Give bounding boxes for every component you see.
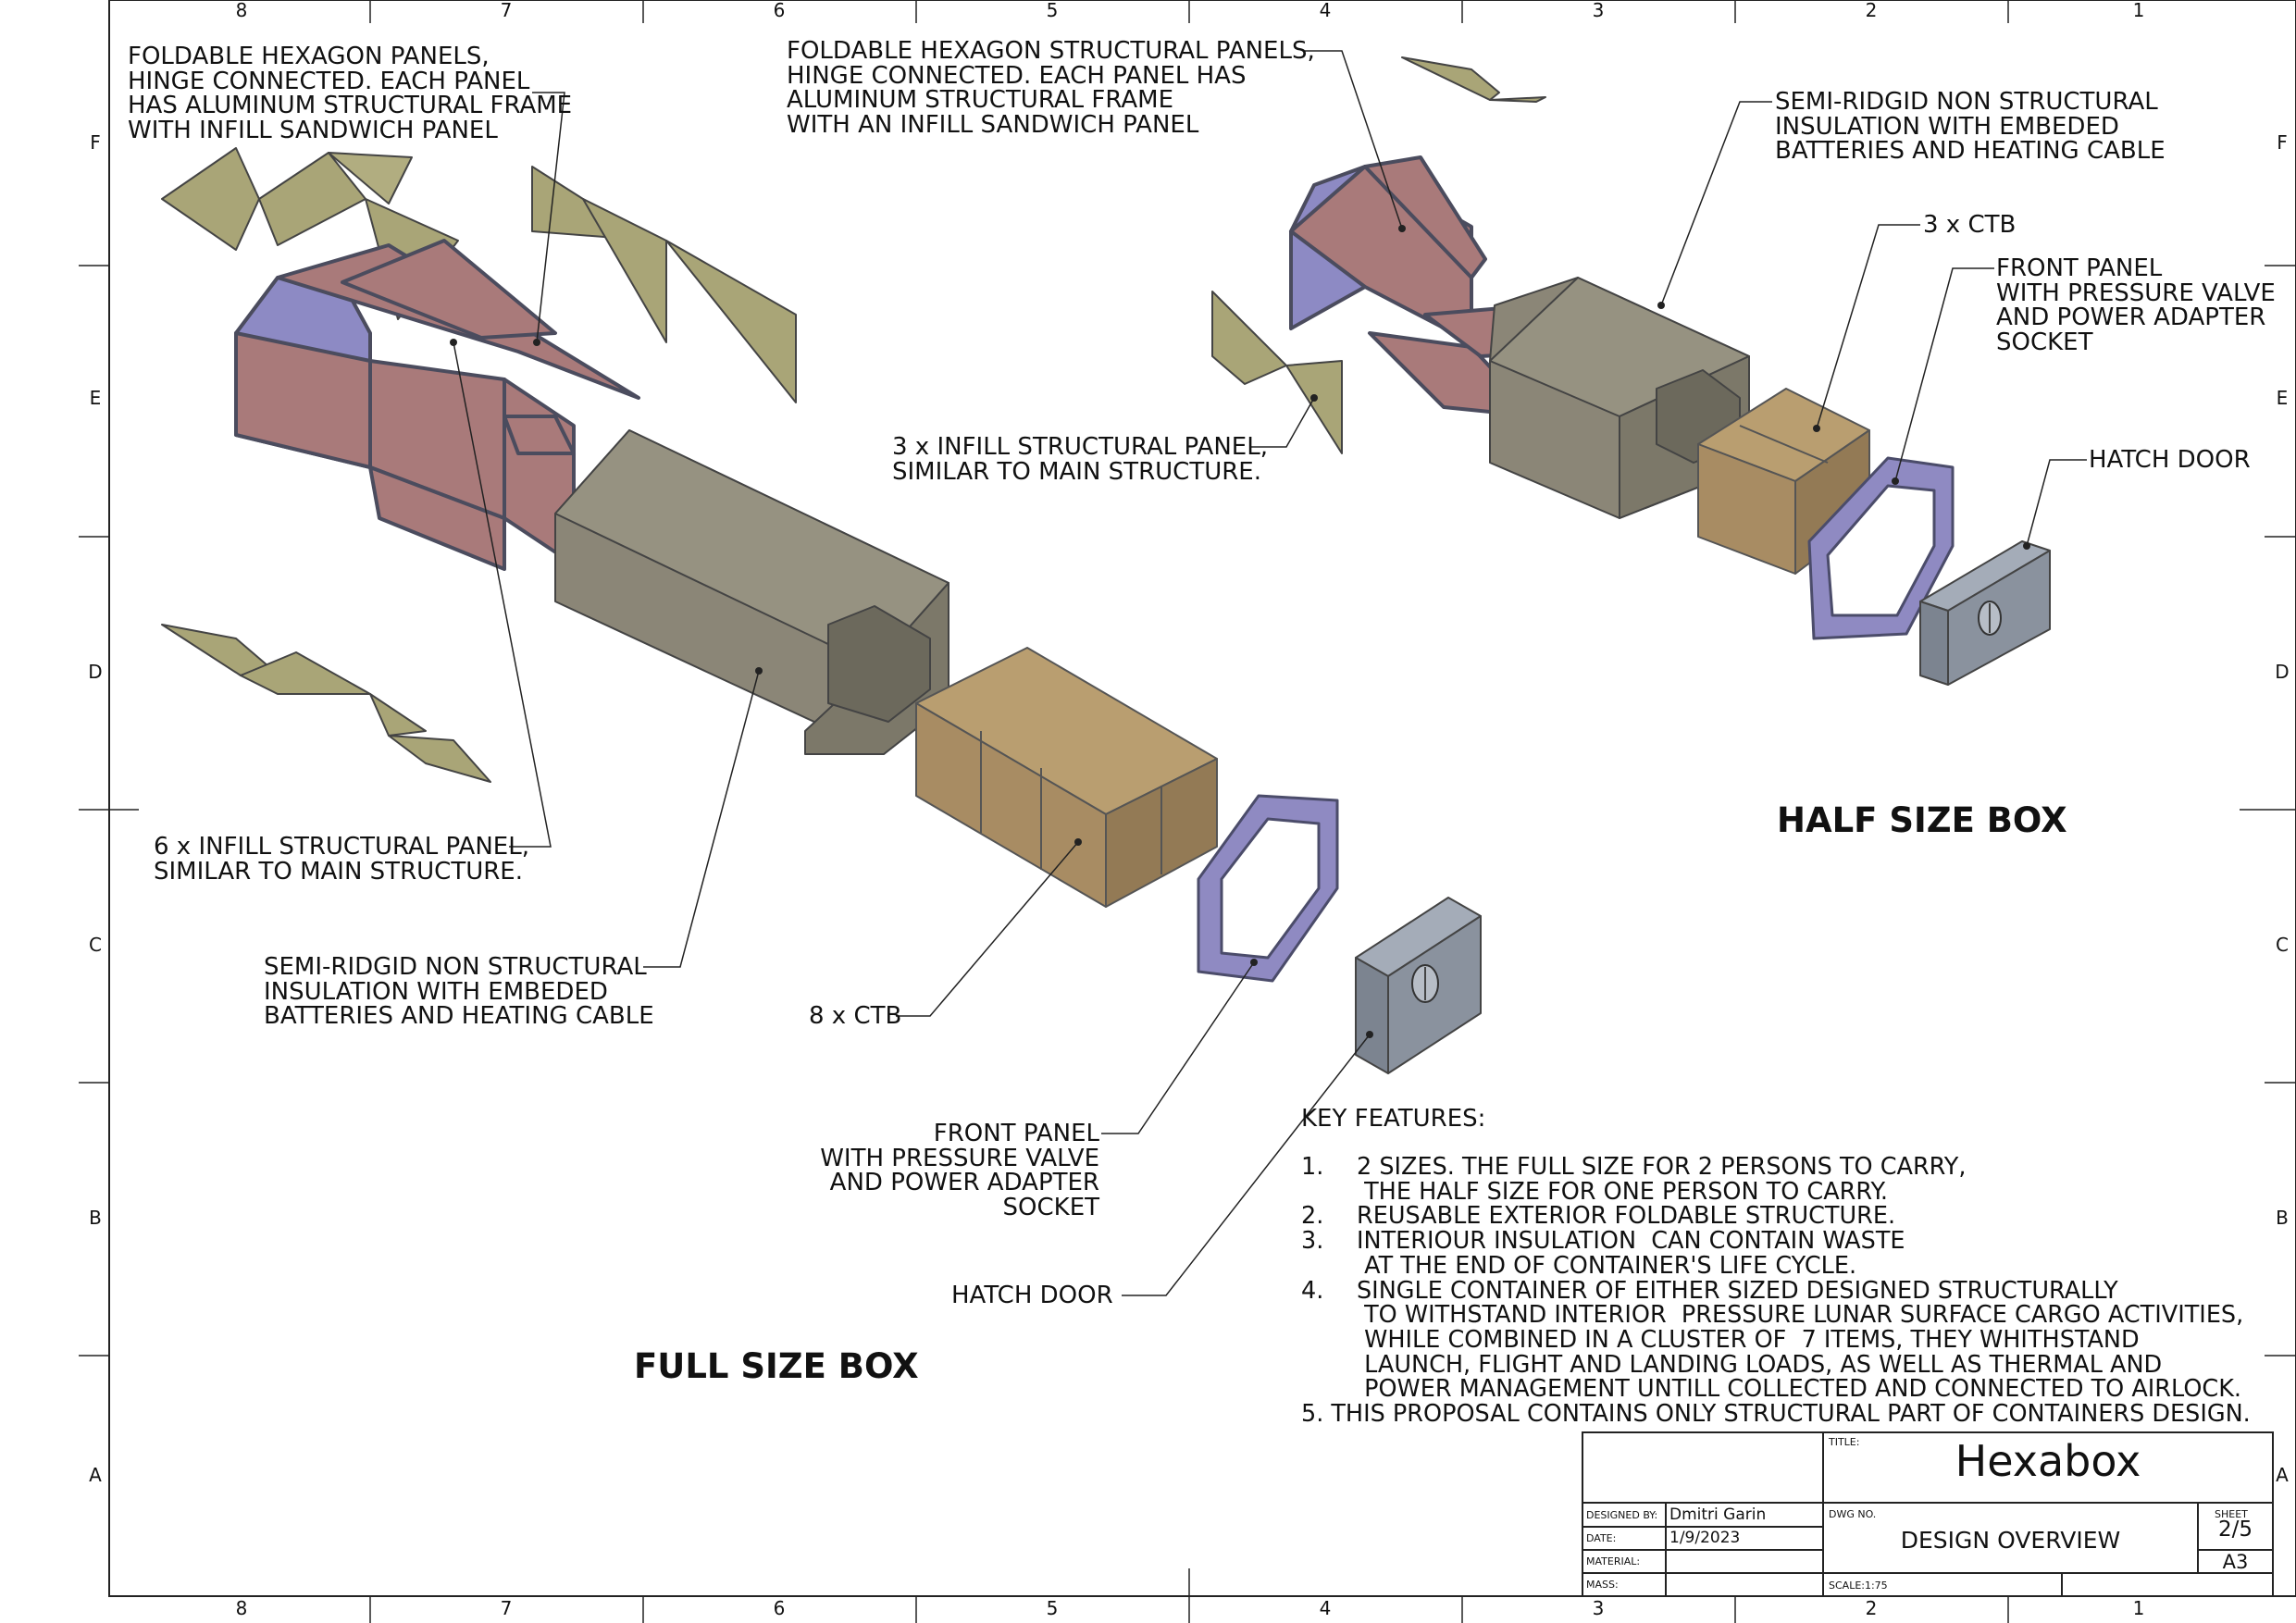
key-feature-item: 2. REUSABLE EXTERIOR FOLDABLE STRUCTURE. — [1301, 1204, 2251, 1229]
row-label: D — [88, 661, 103, 683]
dwg-no-label: DWG NO. — [1829, 1508, 1877, 1520]
dwg-no-value: DESIGN OVERVIEW — [1900, 1527, 2121, 1554]
row-label: B — [89, 1207, 102, 1229]
full-front-panel-label: FRONT PANEL WITH PRESSURE VALVE AND POWE… — [820, 1120, 1099, 1221]
row-label: C — [2276, 934, 2289, 956]
half-ctb-label: 3 x CTB — [1923, 211, 2017, 239]
mass-label: MASS: — [1586, 1579, 1619, 1591]
column-label: 5 — [1046, 1597, 1059, 1619]
key-feature-number: 2. — [1301, 1202, 1324, 1231]
key-feature-item: 3. INTERIOUR INSULATION CAN CONTAIN WAST… — [1301, 1227, 2251, 1280]
key-feature-text: SINGLE CONTAINER OF EITHER SIZED DESIGNE… — [1357, 1276, 2244, 1404]
key-feature-item: 4. SINGLE CONTAINER OF EITHER SIZED DESI… — [1301, 1276, 2251, 1404]
date-label: DATE: — [1586, 1532, 1617, 1544]
half-size-title: HALF SIZE BOX — [1777, 800, 2067, 840]
full-front-panel-graphic — [1197, 794, 1339, 983]
key-feature-text: REUSABLE EXTERIOR FOLDABLE STRUCTURE. — [1357, 1202, 1896, 1231]
key-features-heading: KEY FEATURES: — [1301, 1105, 1486, 1133]
key-feature-text: INTERIOUR INSULATION CAN CONTAIN WASTE A… — [1357, 1227, 1905, 1280]
half-hatch-door-graphic — [1919, 540, 2051, 686]
key-feature-text: 2 SIZES. THE FULL SIZE FOR 2 PERSONS TO … — [1357, 1153, 1967, 1206]
half-hexagon-panels-label: FOLDABLE HEXAGON STRUCTURAL PANELS, HING… — [787, 37, 1315, 139]
column-label: 8 — [235, 0, 248, 21]
row-label: A — [89, 1464, 102, 1486]
key-feature-text: THIS PROPOSAL CONTAINS ONLY STRUCTURAL P… — [1331, 1400, 2251, 1429]
full-ctb-label: 8 x CTB — [809, 1002, 902, 1030]
row-label: E — [2276, 387, 2289, 409]
key-features-list: 1. 2 SIZES. THE FULL SIZE FOR 2 PERSONS … — [1301, 1155, 2251, 1427]
full-hexagon-panels-graphic — [234, 239, 640, 571]
full-hatch-door-graphic — [1355, 897, 1482, 1074]
full-infill-panels-graphic — [161, 147, 797, 783]
column-label: 3 — [1592, 1597, 1605, 1619]
key-feature-item: 1. 2 SIZES. THE FULL SIZE FOR 2 PERSONS … — [1301, 1153, 2251, 1206]
column-label: 7 — [500, 0, 513, 21]
scale-value: SCALE:1:75 — [1829, 1580, 1888, 1592]
designed-by-label: DESIGNED BY: — [1586, 1509, 1658, 1521]
half-front-panel-label: FRONT PANEL WITH PRESSURE VALVE AND POWE… — [1996, 254, 2276, 356]
key-feature-item: 5. THIS PROPOSAL CONTAINS ONLY STRUCTURA… — [1301, 1402, 2251, 1427]
column-label: 2 — [1865, 1597, 1878, 1619]
key-feature-number: 4. — [1301, 1276, 1324, 1305]
full-ctb-graphic — [915, 647, 1218, 908]
half-infill-panels-graphic — [1211, 56, 1546, 454]
column-label: 6 — [773, 0, 786, 21]
column-label: 1 — [2132, 0, 2145, 21]
key-feature-number: 5. — [1301, 1400, 1324, 1429]
half-insulation-label: SEMI-RIDGID NON STRUCTURAL INSULATION WI… — [1775, 88, 2166, 165]
full-hexagon-panels-label: FOLDABLE HEXAGON PANELS, HINGE CONNECTED… — [128, 43, 573, 144]
sheet-value: 2/5 — [2217, 1518, 2253, 1542]
date-value: 1/9/2023 — [1669, 1529, 1741, 1547]
full-insulation-graphic — [554, 429, 949, 755]
column-label: 3 — [1592, 0, 1605, 21]
title-block-frame — [1582, 1431, 2274, 1597]
key-feature-number: 1. — [1301, 1153, 1324, 1181]
full-infill-panel-label: 6 x INFILL STRUCTURAL PANEL, SIMILAR TO … — [154, 833, 529, 886]
half-insulation-graphic — [1489, 277, 1750, 519]
column-label: 8 — [235, 1597, 248, 1619]
material-label: MATERIAL: — [1586, 1555, 1641, 1567]
full-hatch-door-label: HATCH DOOR — [951, 1282, 1113, 1309]
row-label: F — [90, 131, 101, 154]
sheet-label: SHEET — [2215, 1508, 2248, 1520]
half-ctb-graphic — [1697, 388, 1870, 575]
row-label: F — [2277, 131, 2288, 154]
column-label: 6 — [773, 1597, 786, 1619]
half-hatch-door-label: HATCH DOOR — [2089, 446, 2251, 474]
row-label: E — [89, 387, 102, 409]
row-label: D — [2275, 661, 2290, 683]
title-label: TITLE: — [1829, 1436, 1860, 1448]
full-insulation-label: SEMI-RIDGID NON STRUCTURAL INSULATION WI… — [264, 953, 654, 1030]
full-size-title: FULL SIZE BOX — [634, 1346, 919, 1386]
column-label: 1 — [2132, 1597, 2145, 1619]
half-infill-panel-label: 3 x INFILL STRUCTURAL PANEL, SIMILAR TO … — [892, 433, 1268, 486]
row-label: A — [2276, 1464, 2289, 1486]
drawing-title: Hexabox — [1955, 1436, 2141, 1486]
column-label: 7 — [500, 1597, 513, 1619]
size-value: A3 — [2222, 1551, 2249, 1573]
column-label: 4 — [1319, 1597, 1332, 1619]
column-label: 5 — [1046, 0, 1059, 21]
column-label: 2 — [1865, 0, 1878, 21]
designed-by-value: Dmitri Garin — [1669, 1505, 1767, 1524]
column-label: 4 — [1319, 0, 1332, 21]
half-front-panel-graphic — [1807, 456, 1955, 640]
row-label: C — [89, 934, 102, 956]
row-label: B — [2276, 1207, 2289, 1229]
key-feature-number: 3. — [1301, 1227, 1324, 1256]
